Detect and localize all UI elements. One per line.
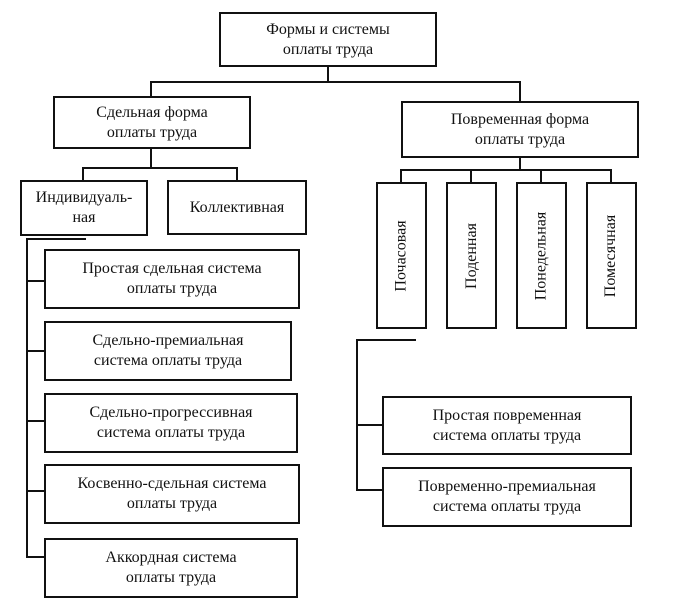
root-connector <box>327 66 329 82</box>
piece-connector <box>150 81 152 96</box>
system-link-1 <box>26 280 44 282</box>
period-daily-label: Поденная <box>462 222 480 289</box>
systems-spine <box>26 238 28 557</box>
time-system-simple: Простая повременная система оплаты труда <box>382 396 632 455</box>
period-daily: Поденная <box>446 182 497 329</box>
piece-system-premium: Сдельно-премиальная система оплаты труда <box>44 321 292 381</box>
period-hourly-label: Почасовая <box>392 219 410 292</box>
collective-connector <box>236 167 238 181</box>
time-system-premium: Повременно-премиальная система оплаты тр… <box>382 467 632 527</box>
period-link-2 <box>470 169 472 183</box>
time-connector <box>519 81 521 101</box>
system-link-3 <box>26 420 44 422</box>
time-form-box: Повременная форма оплаты труда <box>401 101 639 158</box>
piece-system-indirect: Косвенно-сдельная система оплаты труда <box>44 464 300 524</box>
period-monthly-label: Помесячная <box>602 214 620 297</box>
time-system-link-2 <box>356 489 382 491</box>
piece-system-progressive: Сдельно-прогрессивная система оплаты тру… <box>44 393 298 453</box>
period-weekly-label: Понедельная <box>532 211 550 300</box>
piece-branch <box>82 167 237 169</box>
piece-down-connector <box>150 148 152 168</box>
period-hourly: Почасовая <box>376 182 427 329</box>
system-link-5 <box>26 556 44 558</box>
system-link-4 <box>26 490 44 492</box>
individual-connector <box>82 167 84 181</box>
period-link-1 <box>400 169 402 183</box>
period-monthly: Помесячная <box>586 182 637 329</box>
collective-box: Коллективная <box>167 180 307 235</box>
root-branch <box>150 81 520 83</box>
time-system-link-1 <box>356 424 382 426</box>
period-link-3 <box>540 169 542 183</box>
period-link-4 <box>610 169 612 183</box>
root-box: Формы и системы оплаты труда <box>219 12 437 67</box>
individual-box: Индивидуаль- ная <box>20 180 148 236</box>
system-link-2 <box>26 350 44 352</box>
time-down-connector <box>519 157 521 170</box>
piece-system-simple: Простая сдельная система оплаты труда <box>44 249 300 309</box>
period-weekly: Понедельная <box>516 182 567 329</box>
systems-branch <box>26 238 86 240</box>
piece-system-accord: Аккордная система оплаты труда <box>44 538 298 598</box>
piece-form-box: Сдельная форма оплаты труда <box>53 96 251 149</box>
time-systems-branch <box>356 339 416 341</box>
time-systems-spine <box>356 339 358 490</box>
periods-branch <box>400 169 611 171</box>
